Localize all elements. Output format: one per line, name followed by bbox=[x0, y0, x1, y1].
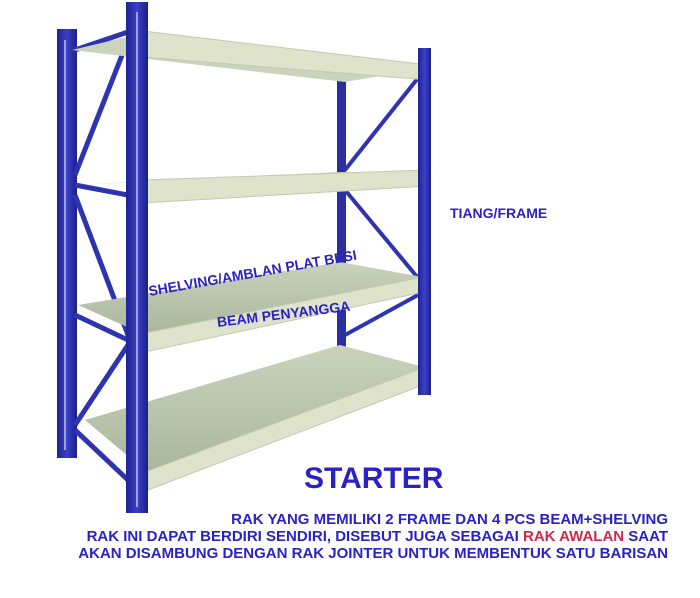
beam-2 bbox=[142, 169, 429, 204]
upright-slots bbox=[64, 12, 138, 507]
shelf-deck-4 bbox=[85, 345, 428, 473]
back-right-upright bbox=[337, 80, 346, 356]
frame-label: TIANG/FRAME bbox=[450, 205, 548, 221]
back-left-upright bbox=[57, 29, 77, 458]
description-line-2: RAK INI DAPAT BERDIRI SENDIRI, DISEBUT J… bbox=[87, 528, 668, 545]
product-title: STARTER bbox=[304, 462, 444, 495]
right-frame-bracing bbox=[343, 76, 420, 337]
description-line-3: AKAN DISAMBUNG DENGAN RAK JOINTER UNTUK … bbox=[78, 545, 668, 562]
description-line-1: RAK YANG MEMILIKI 2 FRAME DAN 4 PCS BEAM… bbox=[231, 511, 668, 528]
shelf-deck-3 bbox=[78, 262, 428, 335]
rak-awalan-highlight: RAK AWALAN bbox=[523, 528, 625, 545]
description-line-2-start: RAK INI DAPAT BERDIRI SENDIRI, DISEBUT J… bbox=[86, 528, 523, 545]
front-right-upright bbox=[418, 48, 431, 395]
description-line-2-end: SAAT bbox=[624, 528, 668, 545]
